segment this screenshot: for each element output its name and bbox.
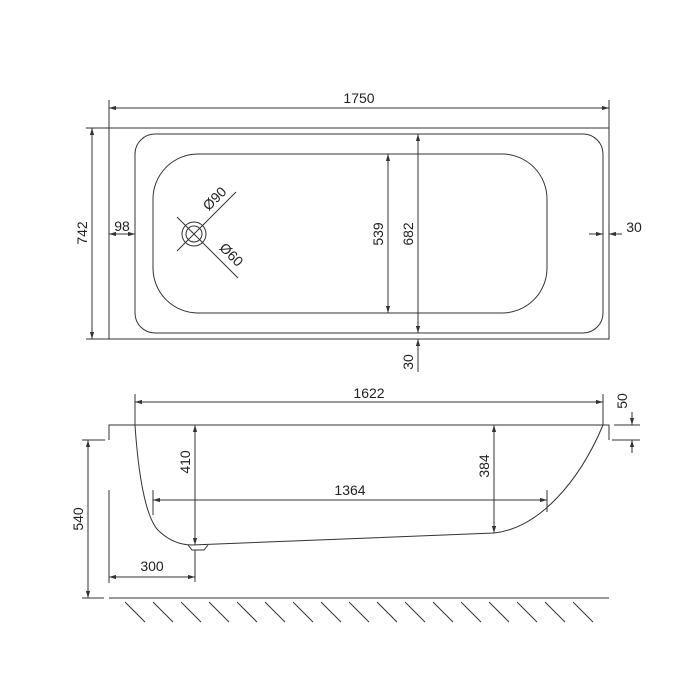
depth-384-label: 384	[476, 454, 492, 478]
hatch-line	[544, 601, 566, 623]
hatch-line	[208, 601, 230, 623]
drain-icon	[176, 191, 239, 279]
hatch-line	[488, 601, 510, 623]
rim-98-label: 98	[114, 218, 130, 234]
tub-profile	[134, 424, 604, 546]
rim-50-label: 50	[614, 393, 630, 409]
rim-outline	[134, 133, 604, 334]
length-1364-label: 1364	[334, 482, 365, 498]
rim-30-bottom-label: 30	[400, 354, 416, 370]
hatch-line	[236, 601, 258, 623]
height-540-label: 540	[70, 507, 86, 531]
drain-inner-label: Ø60	[217, 239, 247, 269]
depth-410-label: 410	[177, 450, 193, 474]
drain-outlet	[187, 544, 209, 551]
outer-outline	[108, 127, 610, 340]
hatch-line	[292, 601, 314, 623]
rim-30-right-label: 30	[626, 219, 642, 235]
hatch-line	[264, 601, 286, 623]
hatch-line	[124, 601, 146, 623]
basin-outline	[152, 153, 548, 314]
hatch-line	[348, 601, 370, 623]
hatch-line	[516, 601, 538, 623]
rim-line	[92, 424, 625, 441]
offset-300-label: 300	[140, 558, 164, 574]
drain-outer-label: Ø90	[199, 183, 229, 213]
hatch-line	[152, 601, 174, 623]
hatch-line	[180, 601, 202, 623]
floor-hatching	[124, 601, 594, 623]
hatch-line	[404, 601, 426, 623]
side-view: 1622 50 410 384 1364 540 300	[70, 385, 640, 623]
hatch-line	[572, 601, 594, 623]
hatch-line	[460, 601, 482, 623]
hatch-line	[376, 601, 398, 623]
hatch-line	[320, 601, 342, 623]
inner-682-label: 682	[400, 222, 416, 246]
length-1750-label: 1750	[343, 90, 374, 106]
basin-539-label: 539	[370, 222, 386, 246]
top-view: Ø90 Ø60 1750 742 98 30 539 682 30	[74, 90, 642, 372]
hatch-line	[432, 601, 454, 623]
length-1622-label: 1622	[353, 385, 384, 401]
width-742-label: 742	[74, 221, 90, 245]
